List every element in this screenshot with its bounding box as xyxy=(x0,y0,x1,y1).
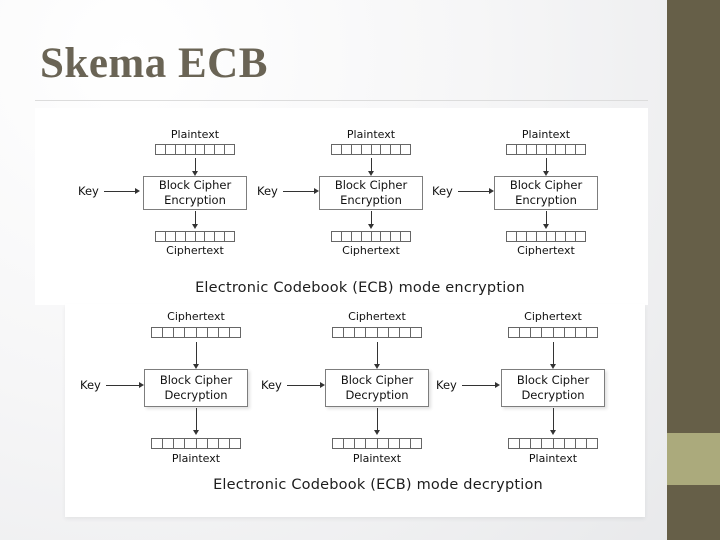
encryption-figure: Plaintext Block Cipher Encryption Cipher… xyxy=(35,108,648,305)
sidebar-accent-square xyxy=(667,433,720,485)
down-arrow-icon xyxy=(542,157,551,176)
block-cells xyxy=(332,438,422,449)
block-cipher-box: Block Cipher Encryption xyxy=(143,176,247,210)
down-arrow-icon xyxy=(373,407,382,435)
figure-caption: Electronic Codebook (ECB) mode decryptio… xyxy=(213,477,543,493)
box-line1: Block Cipher xyxy=(334,178,408,193)
key-label: Key xyxy=(257,184,278,198)
key-label: Key xyxy=(436,378,457,392)
block-cipher-box: Block Cipher Decryption xyxy=(144,369,248,407)
plaintext-label: Plaintext xyxy=(521,128,571,141)
box-line2: Encryption xyxy=(164,193,226,207)
ciphertext-label: Ciphertext xyxy=(524,310,582,323)
page-title: Skema ECB xyxy=(40,40,268,87)
ciphertext-label: Ciphertext xyxy=(167,310,225,323)
plaintext-label: Plaintext xyxy=(171,452,221,465)
down-arrow-icon xyxy=(192,341,201,369)
right-arrow-icon xyxy=(282,186,320,197)
block-cells xyxy=(332,327,422,338)
box-line1: Block Cipher xyxy=(158,178,232,193)
block-cells xyxy=(506,144,586,155)
box-line1: Block Cipher xyxy=(509,178,583,193)
block-cells xyxy=(155,144,235,155)
box-line2: Decryption xyxy=(345,388,409,402)
box-line1: Block Cipher xyxy=(340,373,414,388)
right-arrow-icon xyxy=(457,186,495,197)
plaintext-label: Plaintext xyxy=(170,128,220,141)
key-arrow-group: Key xyxy=(80,377,145,393)
block-cells xyxy=(508,438,598,449)
block-cells xyxy=(506,231,586,242)
block-cipher-box: Block Cipher Decryption xyxy=(501,369,605,407)
box-line1: Block Cipher xyxy=(159,373,233,388)
block-cipher-box: Block Cipher Encryption xyxy=(494,176,598,210)
cipher-unit: Plaintext Block Cipher Encryption Cipher… xyxy=(316,128,426,258)
box-line2: Decryption xyxy=(164,388,228,402)
right-arrow-icon xyxy=(461,380,501,391)
down-arrow-icon xyxy=(367,157,376,176)
figure-caption: Electronic Codebook (ECB) mode encryptio… xyxy=(195,280,525,296)
key-arrow-group: Key xyxy=(261,377,326,393)
key-label: Key xyxy=(80,378,101,392)
key-arrow-group: Key xyxy=(436,377,501,393)
block-cipher-box: Block Cipher Encryption xyxy=(319,176,423,210)
down-arrow-icon xyxy=(191,210,200,229)
block-cells xyxy=(151,438,241,449)
key-label: Key xyxy=(78,184,99,198)
down-arrow-icon xyxy=(191,157,200,176)
ciphertext-label: Ciphertext xyxy=(348,310,406,323)
right-arrow-icon xyxy=(286,380,326,391)
block-cipher-box: Block Cipher Decryption xyxy=(325,369,429,407)
cipher-unit: Plaintext Block Cipher Encryption Cipher… xyxy=(140,128,250,258)
down-arrow-icon xyxy=(542,210,551,229)
down-arrow-icon xyxy=(373,341,382,369)
cipher-unit: Ciphertext Block Cipher Decryption Plain… xyxy=(141,310,251,466)
key-label: Key xyxy=(432,184,453,198)
right-arrow-icon xyxy=(103,186,141,197)
right-arrow-icon xyxy=(105,380,145,391)
down-arrow-icon xyxy=(192,407,201,435)
block-cells xyxy=(155,231,235,242)
decryption-figure: Ciphertext Block Cipher Decryption Plain… xyxy=(65,304,645,517)
block-cells xyxy=(331,231,411,242)
block-cells xyxy=(151,327,241,338)
cipher-unit: Ciphertext Block Cipher Decryption Plain… xyxy=(322,310,432,466)
key-arrow-group: Key xyxy=(432,183,495,199)
key-arrow-group: Key xyxy=(78,183,141,199)
divider xyxy=(35,100,648,101)
down-arrow-icon xyxy=(367,210,376,229)
plaintext-label: Plaintext xyxy=(352,452,402,465)
box-line1: Block Cipher xyxy=(516,373,590,388)
block-cells xyxy=(331,144,411,155)
box-line2: Encryption xyxy=(515,193,577,207)
down-arrow-icon xyxy=(549,407,558,435)
cipher-unit: Plaintext Block Cipher Encryption Cipher… xyxy=(491,128,601,258)
cipher-unit: Ciphertext Block Cipher Decryption Plain… xyxy=(498,310,608,466)
plaintext-label: Plaintext xyxy=(346,128,396,141)
ciphertext-label: Ciphertext xyxy=(166,244,224,257)
box-line2: Encryption xyxy=(340,193,402,207)
ciphertext-label: Ciphertext xyxy=(342,244,400,257)
block-cells xyxy=(508,327,598,338)
ciphertext-label: Ciphertext xyxy=(517,244,575,257)
plaintext-label: Plaintext xyxy=(528,452,578,465)
box-line2: Decryption xyxy=(521,388,585,402)
key-arrow-group: Key xyxy=(257,183,320,199)
key-label: Key xyxy=(261,378,282,392)
down-arrow-icon xyxy=(549,341,558,369)
